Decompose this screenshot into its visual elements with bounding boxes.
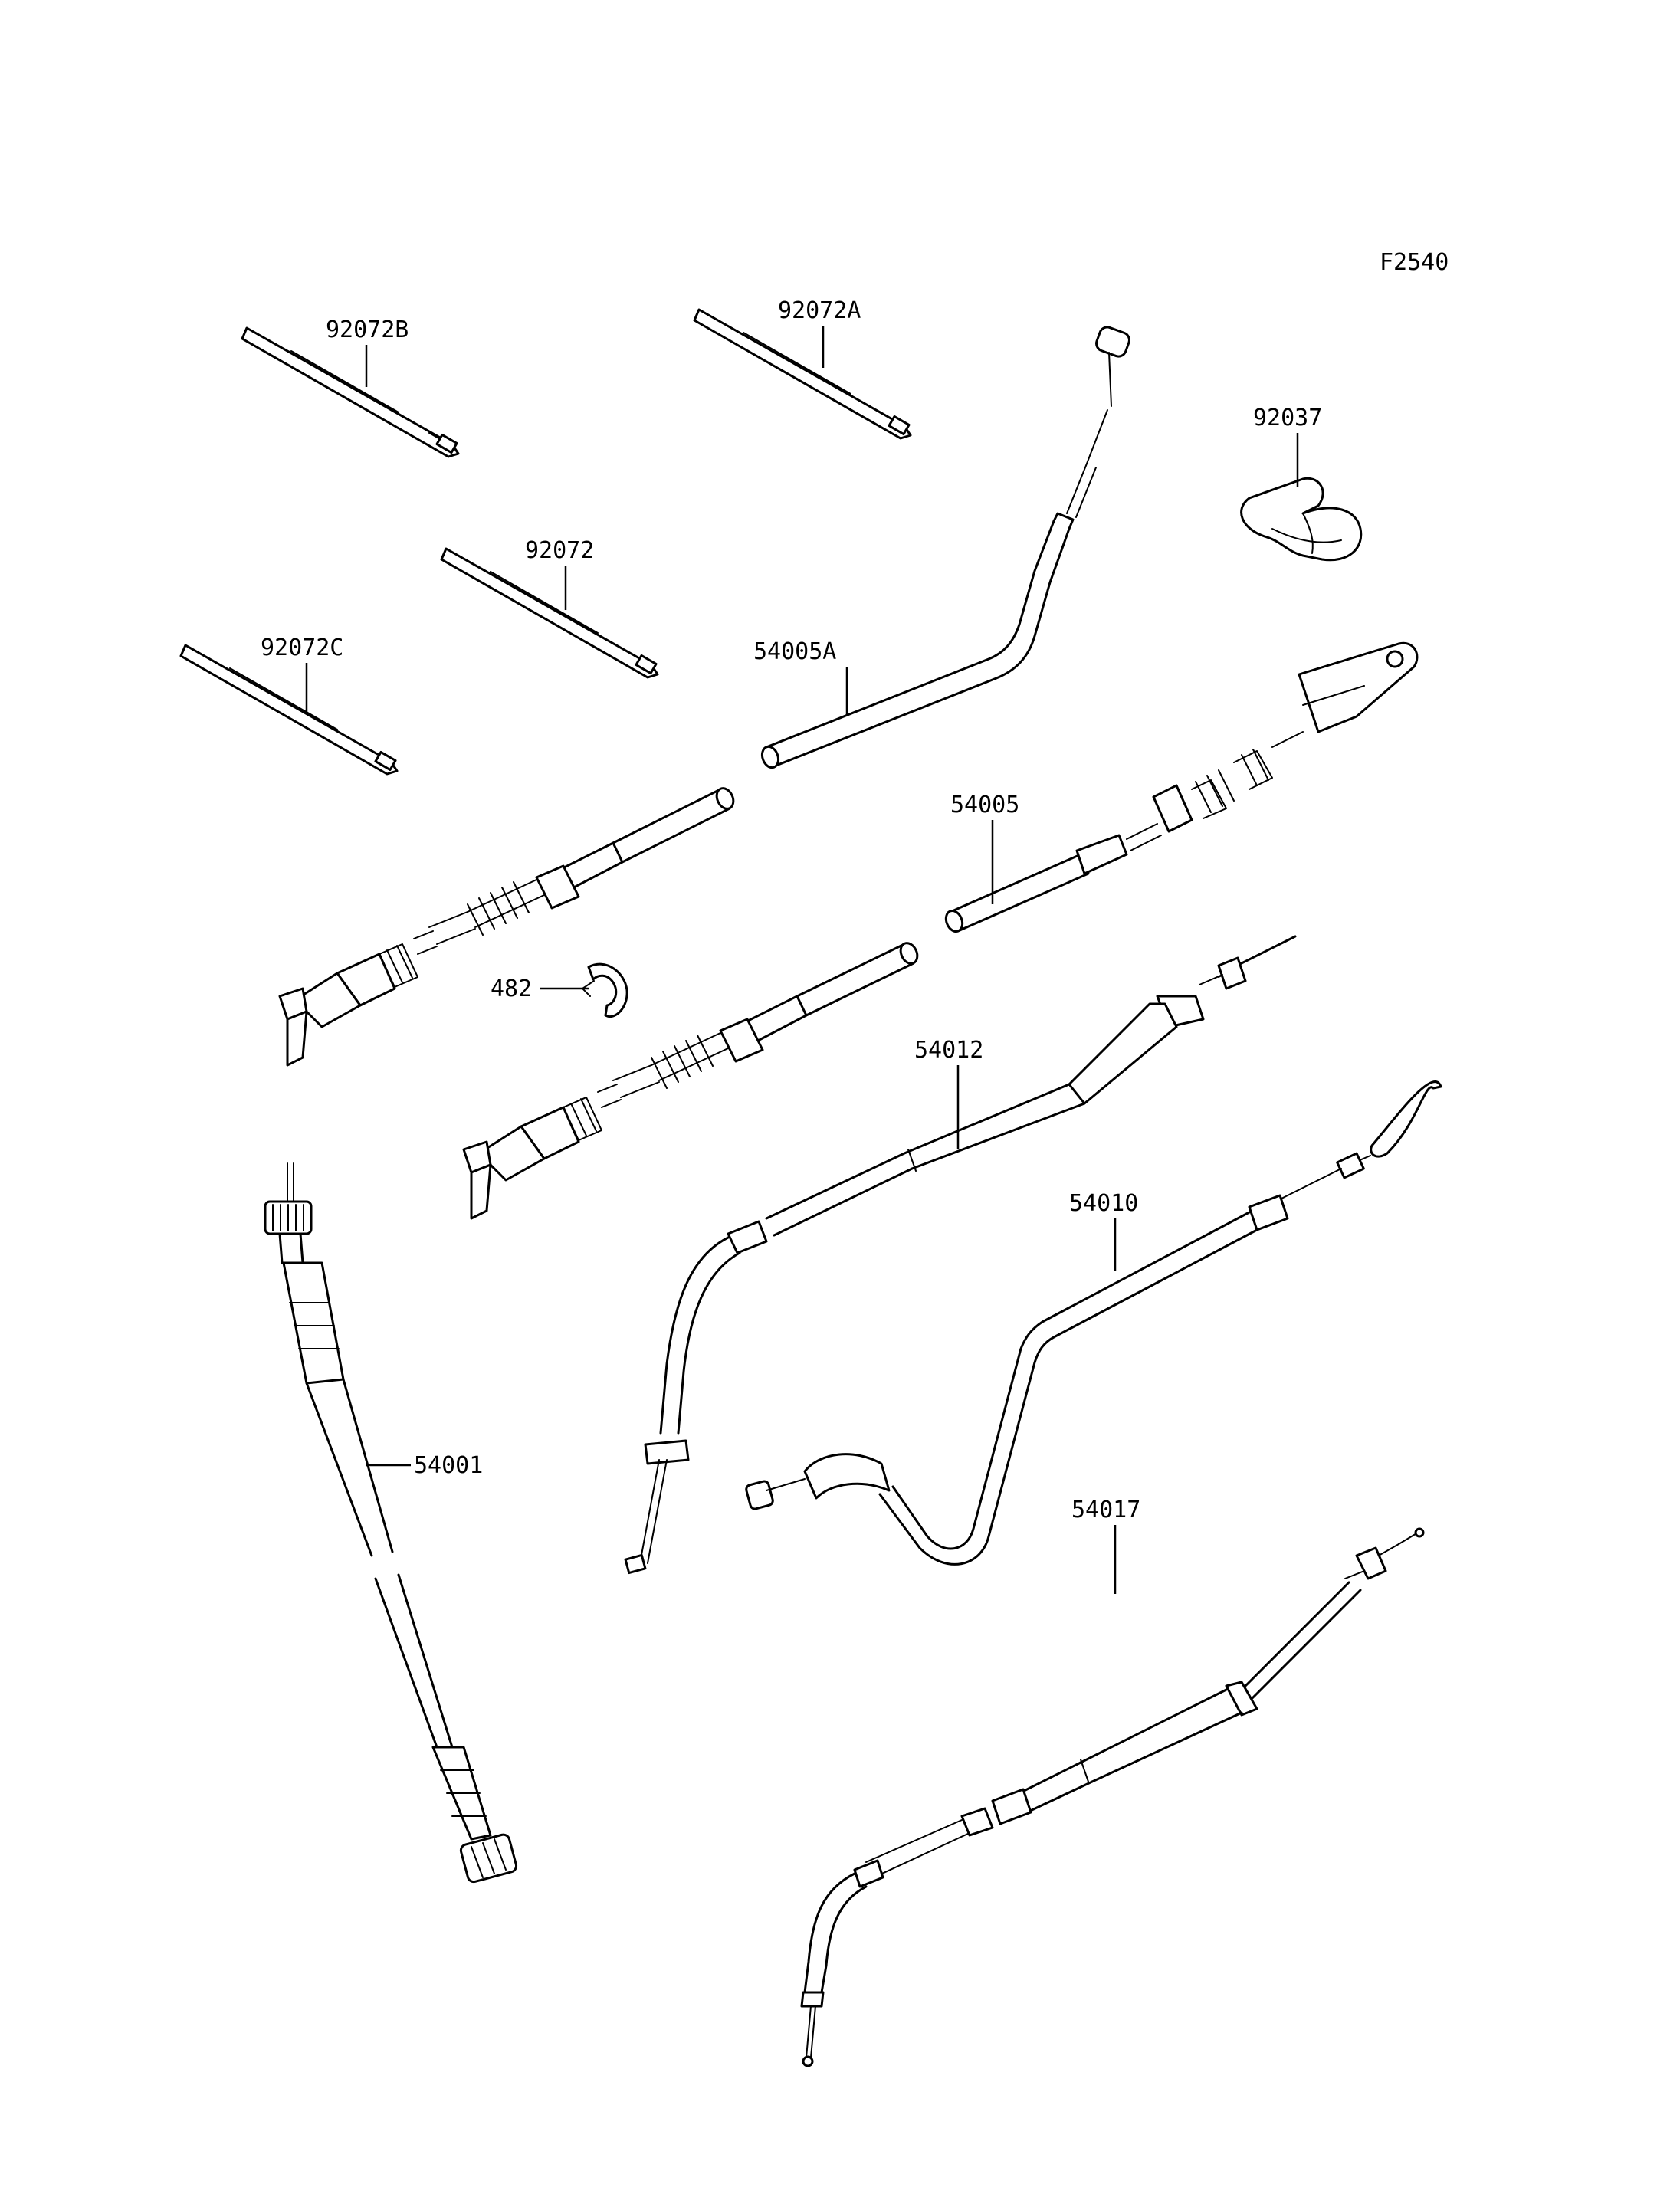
svg-text:482: 482: [491, 976, 532, 1002]
cable-54005A: [760, 326, 1130, 769]
svg-text:54005A: 54005A: [753, 638, 836, 665]
callout-92072: 92072: [525, 537, 594, 610]
svg-text:54010: 54010: [1069, 1190, 1138, 1217]
cable-tie-92072: [440, 547, 659, 679]
cable-adjuster-upper: [278, 787, 735, 1067]
svg-text:92072C: 92072C: [261, 635, 343, 661]
cable-tie-92072B: [241, 326, 460, 458]
cable-54001: [264, 1162, 518, 1884]
svg-text:92072A: 92072A: [778, 297, 861, 324]
svg-text:92037: 92037: [1253, 405, 1322, 431]
cable-54012: [624, 935, 1297, 1575]
callout-92037: 92037: [1253, 405, 1322, 487]
callout-54017: 54017: [1071, 1497, 1140, 1594]
callout-54010: 54010: [1069, 1190, 1138, 1271]
callout-54012: 54012: [914, 1037, 983, 1149]
callout-54001: 54001: [366, 1452, 483, 1479]
cable-tie-92072C: [179, 644, 399, 776]
cable-54005: [944, 641, 1419, 933]
callout-54005: 54005: [950, 792, 1019, 904]
cable-adjuster-lower: [462, 942, 919, 1220]
callout-92072C: 92072C: [261, 635, 343, 713]
clamp-92037: [1240, 477, 1363, 562]
callout-482: 482: [491, 976, 589, 1002]
clip-482: [582, 962, 628, 1018]
callout-92072A: 92072A: [778, 297, 861, 368]
svg-text:54005: 54005: [950, 792, 1019, 818]
callout-92072B: 92072B: [326, 316, 409, 387]
cable-54010: [745, 1080, 1442, 1566]
svg-text:92072B: 92072B: [326, 316, 409, 343]
svg-text:54012: 54012: [914, 1037, 983, 1064]
callout-54005A: 54005A: [753, 638, 848, 716]
figure-code: F2540: [1380, 249, 1449, 276]
cable-54017: [800, 1527, 1425, 2067]
svg-text:54001: 54001: [414, 1452, 483, 1479]
svg-text:92072: 92072: [525, 537, 594, 564]
svg-text:54017: 54017: [1071, 1497, 1140, 1523]
cable-tie-92072A: [693, 308, 912, 440]
